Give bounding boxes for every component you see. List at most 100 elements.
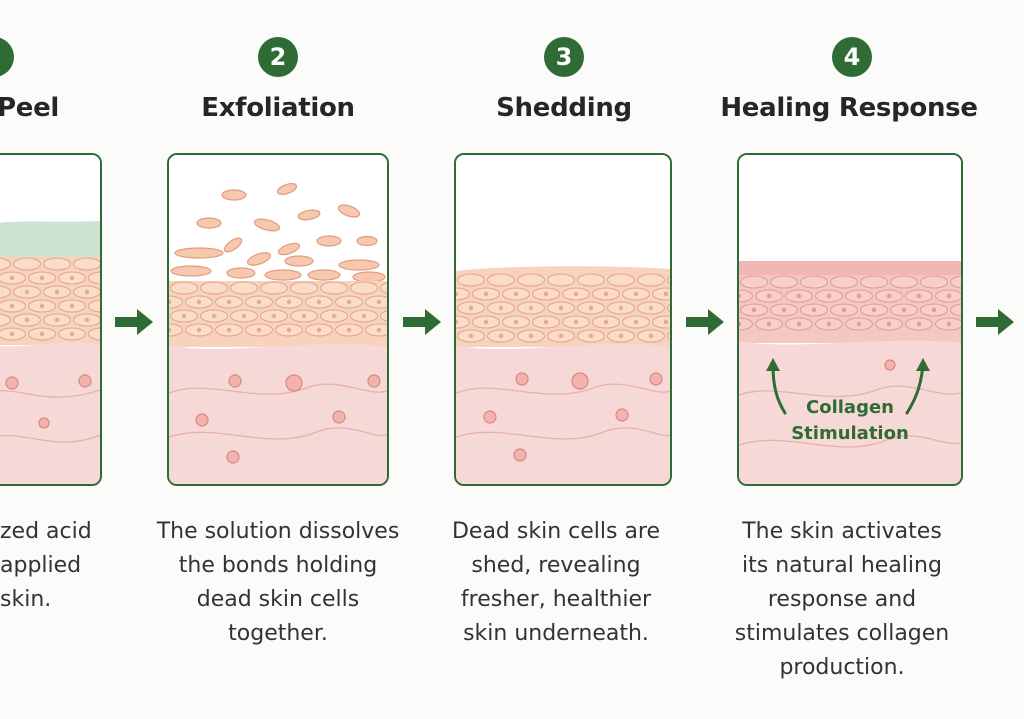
epidermis-cell	[0, 257, 11, 271]
step-3-number: 3	[555, 43, 573, 71]
step-3-desc-line: skin underneath.	[463, 621, 649, 646]
cell-nucleus	[376, 327, 382, 333]
step-1-illustration	[0, 155, 100, 484]
cell-nucleus	[543, 319, 549, 325]
step-3-illustration	[456, 155, 670, 484]
cell-nucleus	[916, 293, 922, 299]
step-4-desc-line: The skin activates	[742, 519, 942, 544]
epidermis-cell	[456, 315, 470, 329]
epidermis-cell	[860, 275, 888, 289]
epidermis-cell	[950, 275, 961, 289]
cell-nucleus	[886, 321, 892, 327]
epidermis-cell	[637, 273, 665, 287]
cell-nucleus	[24, 317, 30, 323]
step-3-desc-line: fresher, healthier	[460, 587, 652, 612]
cell-nucleus	[603, 319, 609, 325]
epidermis-cell	[739, 289, 753, 303]
cell-nucleus	[856, 321, 862, 327]
cell-nucleus	[483, 291, 489, 297]
epidermis-cell	[920, 275, 948, 289]
cell-nucleus	[603, 291, 609, 297]
cell-nucleus	[9, 331, 15, 337]
cell-nucleus	[256, 299, 262, 305]
epidermis-cell	[169, 323, 183, 337]
cell-nucleus	[916, 321, 922, 327]
cell-nucleus	[468, 305, 474, 311]
step-3-description: Dead skin cells are shed, revealing fres…	[426, 515, 686, 651]
cell-nucleus	[588, 333, 594, 339]
cell-nucleus	[226, 299, 232, 305]
step-4-illustration	[739, 155, 961, 484]
step-1-description: zed acid applied skin.	[0, 515, 260, 617]
step-4-title: Healing Response	[720, 93, 978, 123]
epidermis-cell	[652, 287, 670, 301]
cell-nucleus	[648, 333, 654, 339]
cell-nucleus	[618, 333, 624, 339]
cell-nucleus	[946, 321, 952, 327]
epidermis-cell	[950, 303, 961, 317]
step-4-panel	[737, 153, 963, 486]
step-1-desc-line: applied	[0, 553, 82, 578]
epidermis-cell	[88, 299, 100, 313]
cell-nucleus	[69, 275, 75, 281]
epidermis-cell	[88, 327, 100, 341]
cell-nucleus	[69, 303, 75, 309]
cell-nucleus	[739, 293, 742, 299]
epidermis-cell	[667, 331, 670, 341]
step-4-number: 4	[843, 43, 861, 71]
epidermis-cell	[13, 257, 41, 271]
cell-nucleus	[286, 299, 292, 305]
cell-nucleus	[54, 317, 60, 323]
cell-nucleus	[618, 305, 624, 311]
epidermis-cell	[380, 282, 387, 294]
arrow-right-icon	[686, 309, 724, 335]
cell-nucleus	[513, 319, 519, 325]
epidermis-cell	[260, 281, 288, 295]
cell-nucleus	[483, 319, 489, 325]
cell-nucleus	[196, 299, 202, 305]
step-4-description: The skin activates its natural healing r…	[712, 515, 972, 685]
step-2-desc-line: The solution dissolves	[156, 519, 400, 544]
epidermis-cell	[457, 273, 485, 287]
epidermis-cell	[88, 271, 100, 285]
arrow-right-icon	[115, 309, 153, 335]
cell-nucleus	[811, 307, 817, 313]
step-2-illustration	[169, 155, 387, 484]
cell-nucleus	[39, 303, 45, 309]
cell-nucleus	[226, 327, 232, 333]
cell-nucleus	[648, 305, 654, 311]
cell-nucleus	[573, 291, 579, 297]
arrow-right-icon	[403, 309, 441, 335]
step-1-title: Peel	[0, 93, 60, 123]
step-4-badge: 4	[832, 37, 872, 77]
step-2-desc-line: together.	[228, 621, 328, 646]
step-4-desc-line: its natural healing	[742, 553, 942, 578]
step-1-panel	[0, 153, 102, 486]
cell-nucleus	[361, 313, 367, 319]
cell-nucleus	[468, 333, 474, 339]
cell-nucleus	[456, 291, 459, 297]
cell-nucleus	[841, 307, 847, 313]
cell-nucleus	[256, 327, 262, 333]
cell-nucleus	[498, 305, 504, 311]
cell-nucleus	[558, 305, 564, 311]
cell-nucleus	[169, 299, 172, 305]
cell-nucleus	[346, 299, 352, 305]
cell-nucleus	[241, 313, 247, 319]
epidermis-cell	[380, 310, 387, 322]
cell-nucleus	[316, 299, 322, 305]
step-2-number: 2	[269, 43, 287, 71]
cell-nucleus	[739, 321, 742, 327]
collagen-label-line: Collagen	[806, 397, 894, 418]
cell-nucleus	[211, 313, 217, 319]
step-4-desc-line: response and	[767, 587, 917, 612]
step-2-badge: 2	[258, 37, 298, 77]
step-1-desc-line: skin.	[0, 587, 52, 612]
cell-nucleus	[633, 319, 639, 325]
collagen-label-line: Stimulation	[791, 423, 909, 444]
cell-nucleus	[528, 333, 534, 339]
arrow-right-icon	[976, 309, 1014, 335]
epidermis-cell	[320, 281, 348, 295]
epidermis-cell	[830, 275, 858, 289]
epidermis-cell	[0, 313, 11, 327]
